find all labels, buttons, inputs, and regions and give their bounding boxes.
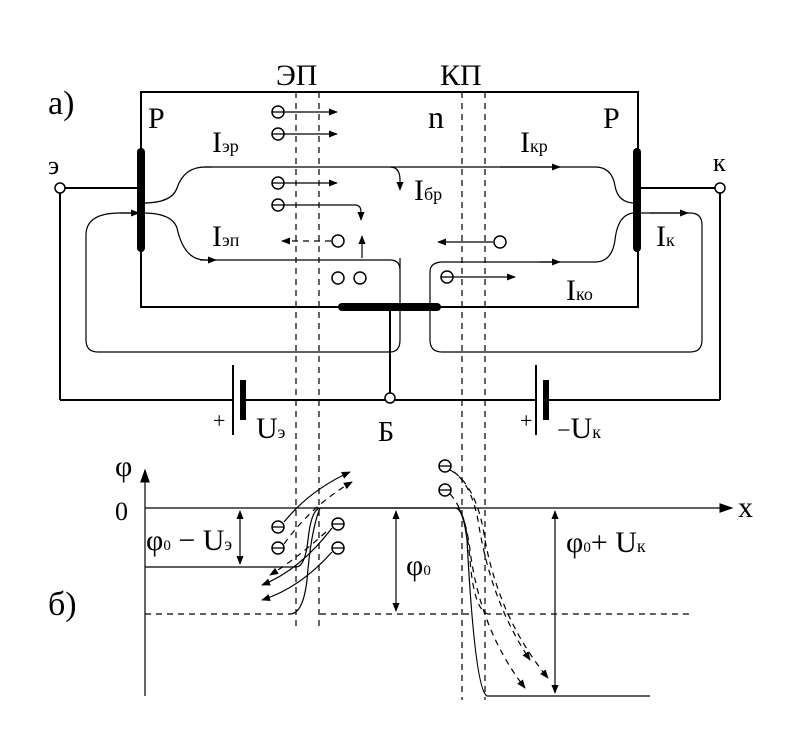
- emitter-battery-plus: +: [213, 408, 225, 433]
- part-b-label: б): [48, 586, 77, 623]
- current-collector-p-label: Iкр: [520, 126, 548, 159]
- current-emitter-n-label: Iэп: [212, 220, 240, 253]
- collector-terminal: [714, 182, 726, 194]
- emitter-battery-label: Uэ: [256, 412, 286, 445]
- collector-junction-label: КП: [440, 59, 482, 92]
- emitter-junction-label: ЭП: [276, 59, 317, 92]
- region-middle-label: n: [428, 99, 444, 135]
- x-axis-label: x: [738, 491, 753, 524]
- part-a-label: а): [48, 85, 74, 122]
- base-level-label: φ0: [406, 549, 431, 582]
- phi-axis-label: φ: [115, 450, 132, 483]
- base-terminal: [384, 392, 396, 404]
- potential-profile: [145, 507, 693, 697]
- emitter-junction-carriers: [271, 105, 367, 285]
- base-terminal-label: Б: [378, 417, 394, 448]
- current-emitter-p-label: Iэр: [212, 126, 239, 159]
- region-left-label: P: [148, 102, 165, 135]
- emitter-potential-carriers: [261, 471, 353, 601]
- emitter-battery: [232, 365, 246, 435]
- region-right-label: P: [603, 102, 620, 135]
- zero-label: 0: [115, 497, 128, 526]
- collector-battery: [535, 365, 549, 435]
- emitter-terminal-label: э: [48, 151, 59, 180]
- current-paths: [85, 163, 703, 353]
- collector-level-label: φ0+ Uк: [566, 526, 646, 559]
- collector-battery-label: −Uк: [557, 412, 601, 445]
- transistor-body: [140, 91, 639, 308]
- emitter-level-label: φ0 − Uэ: [146, 524, 232, 557]
- collector-junction-carriers: [437, 235, 516, 284]
- collector-potential-carriers: [438, 459, 549, 689]
- current-base-label: Iбр: [414, 174, 442, 207]
- current-collector-0-label: Iко: [566, 274, 593, 307]
- emitter-junction-lines: [295, 92, 320, 630]
- collector-junction-lines: [461, 92, 486, 700]
- current-collector-label: Iк: [656, 220, 675, 253]
- collector-battery-plus: +: [520, 408, 532, 433]
- emitter-terminal: [54, 182, 66, 194]
- collector-terminal-label: к: [713, 148, 726, 177]
